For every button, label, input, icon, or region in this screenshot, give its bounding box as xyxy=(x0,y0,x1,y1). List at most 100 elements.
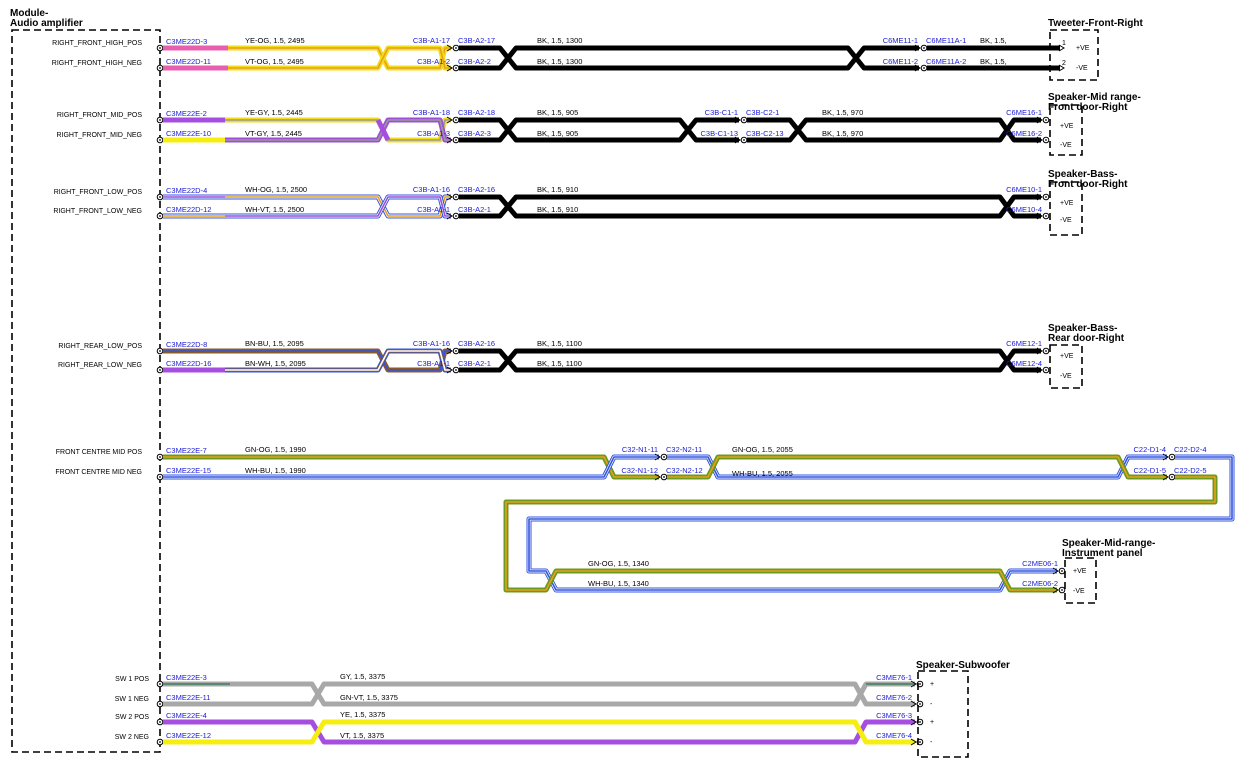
junction-arrow xyxy=(446,347,453,355)
speaker-pin-label: +VE xyxy=(1076,45,1090,52)
junction-label: C3B-C2-13 xyxy=(746,129,784,138)
wire-label: BK, 1.5, 1100 xyxy=(537,359,582,368)
junction-pin-dot xyxy=(455,215,457,217)
amp-pin-dot xyxy=(159,350,161,352)
junction-arrow xyxy=(1162,453,1169,461)
speaker-pin-label: - xyxy=(930,739,933,746)
junction-arrow xyxy=(446,193,453,201)
dest-arrow xyxy=(910,718,917,726)
junction-arrow xyxy=(446,116,453,124)
junction-label: C3B-A2-16 xyxy=(458,339,495,348)
junction-pin-dot xyxy=(455,67,457,69)
bassr-seg2-b xyxy=(459,348,1041,373)
dest-arrow xyxy=(1036,366,1043,374)
speaker-box xyxy=(1049,29,1099,81)
junction-pin-dot xyxy=(663,456,665,458)
dest-connector: C6ME16-2 xyxy=(1006,129,1042,138)
wire-label: BK, 1.5, 1300 xyxy=(537,57,582,66)
junction-pin-dot xyxy=(455,350,457,352)
junction-pin-dot xyxy=(455,47,457,49)
mid-seg2-b xyxy=(459,117,739,143)
dest-arrow xyxy=(910,700,917,708)
junction-pin-dot xyxy=(455,139,457,141)
junction-label: C3B-A2-3 xyxy=(458,129,491,138)
centre-seg1-a-stripe xyxy=(163,456,659,478)
dest-pin-dot xyxy=(1061,589,1063,591)
speaker-title: Speaker-Mid range- xyxy=(1048,92,1141,103)
junction-pin-dot xyxy=(923,47,925,49)
mid-seg1-b-stripe xyxy=(225,119,451,141)
dest-connector: C6ME12-1 xyxy=(1006,339,1042,348)
speaker-pin-label: -VE xyxy=(1060,217,1072,224)
mid-seg1-a-stripe xyxy=(225,119,451,141)
circuit-name: RIGHT_REAR_LOW_POS xyxy=(58,343,142,350)
circuit-name: RIGHT_FRONT_LOW_NEG xyxy=(53,208,142,215)
circuit-name: RIGHT_FRONT_HIGH_NEG xyxy=(52,60,142,67)
circuit-name: FRONT CENTRE MID POS xyxy=(56,449,143,456)
speaker-box xyxy=(1049,181,1083,236)
wire-label: GY, 1.5, 3375 xyxy=(340,672,385,681)
wire-label: BK, 1.5, 970 xyxy=(822,108,863,117)
mid-x xyxy=(375,118,391,142)
wire-label: BK, 1.5, xyxy=(980,57,1007,66)
tweeter-seg1-b-stripe xyxy=(228,47,451,69)
pin-number: 1 xyxy=(1062,40,1066,47)
wire-label: BN-WH, 1.5, 2095 xyxy=(245,359,306,368)
amp-pin-dot xyxy=(159,741,161,743)
source-connector: C3ME22E-3 xyxy=(166,673,207,682)
dest-pin-dot xyxy=(1045,139,1047,141)
speaker-subtitle: Instrument panel xyxy=(1062,548,1143,559)
bassf-seg2-b xyxy=(459,194,1041,219)
circuit-name: SW 1 POS xyxy=(115,676,149,683)
source-connector: C3ME22E-11 xyxy=(166,693,210,702)
wire-label: BK, 1.5, 905 xyxy=(537,129,578,138)
dest-connector: C3ME76-2 xyxy=(876,693,912,702)
speaker-pin-label: -VE xyxy=(1060,142,1072,149)
source-connector: C3ME22E-2 xyxy=(166,109,207,118)
junction-pin-dot xyxy=(923,67,925,69)
wire-label: VT-GY, 1.5, 2445 xyxy=(245,129,302,138)
circuit-name: RIGHT_REAR_LOW_NEG xyxy=(58,362,142,369)
dest-connector: C6ME16-1 xyxy=(1006,108,1042,117)
speaker-pin-label: +VE xyxy=(1060,353,1074,360)
dest-pin-dot xyxy=(919,683,921,685)
speaker-box xyxy=(1049,344,1083,389)
junction-pin-dot xyxy=(1171,476,1173,478)
circuit-name: SW 2 POS xyxy=(115,714,149,721)
wire-label: BN-BU, 1.5, 2095 xyxy=(245,339,304,348)
junction-label: C3B-A1-3 xyxy=(417,129,450,138)
source-connector: C3ME22D-12 xyxy=(166,205,211,214)
circuit-name: RIGHT_FRONT_MID_POS xyxy=(57,112,143,119)
junction-label: C22-D1-4 xyxy=(1133,445,1166,454)
circuit-name: RIGHT_FRONT_HIGH_POS xyxy=(52,40,142,47)
mid-seg2-a xyxy=(459,117,739,143)
amplifier-title-2: Audio amplifier xyxy=(10,18,83,29)
circuit-name: SW 2 NEG xyxy=(115,734,149,741)
junction-label: C3B-A1-1 xyxy=(417,359,450,368)
tweeter-seg1-a-stripe xyxy=(228,47,451,69)
speaker-subtitle: Rear door-Right xyxy=(1048,333,1125,344)
centre-seg1-b-outline xyxy=(163,454,659,480)
junction-arrow xyxy=(1162,473,1169,481)
tweeter-seg2-b xyxy=(459,45,919,71)
junction-pin-dot xyxy=(663,476,665,478)
wire-label: WH-VT, 1.5, 2500 xyxy=(245,205,304,214)
speaker-pin-label: -VE xyxy=(1060,373,1072,380)
junction-pin-dot xyxy=(455,119,457,121)
junction-label: C3B-A2-1 xyxy=(458,205,491,214)
source-connector: C3ME22E-4 xyxy=(166,711,207,720)
sw1-neg xyxy=(163,681,915,707)
source-connector: C3ME22E-7 xyxy=(166,446,207,455)
dest-connector: C6ME10-4 xyxy=(1006,205,1042,214)
wire-label: BK, 1.5, 910 xyxy=(537,185,578,194)
junction-label: C3B-A1-16 xyxy=(413,339,450,348)
amp-pin-dot xyxy=(159,476,161,478)
dest-pin-dot xyxy=(1045,350,1047,352)
dest-arrow xyxy=(1036,193,1043,201)
junction-label: C3B-C1-1 xyxy=(705,108,738,117)
junction-label: C3B-A2-16 xyxy=(458,185,495,194)
wire-label: WH-BU, 1.5, 1340 xyxy=(588,579,649,588)
wire-label: YE-OG, 1.5, 2495 xyxy=(245,36,305,45)
junction-pin-dot xyxy=(455,369,457,371)
speaker-box xyxy=(917,670,969,758)
